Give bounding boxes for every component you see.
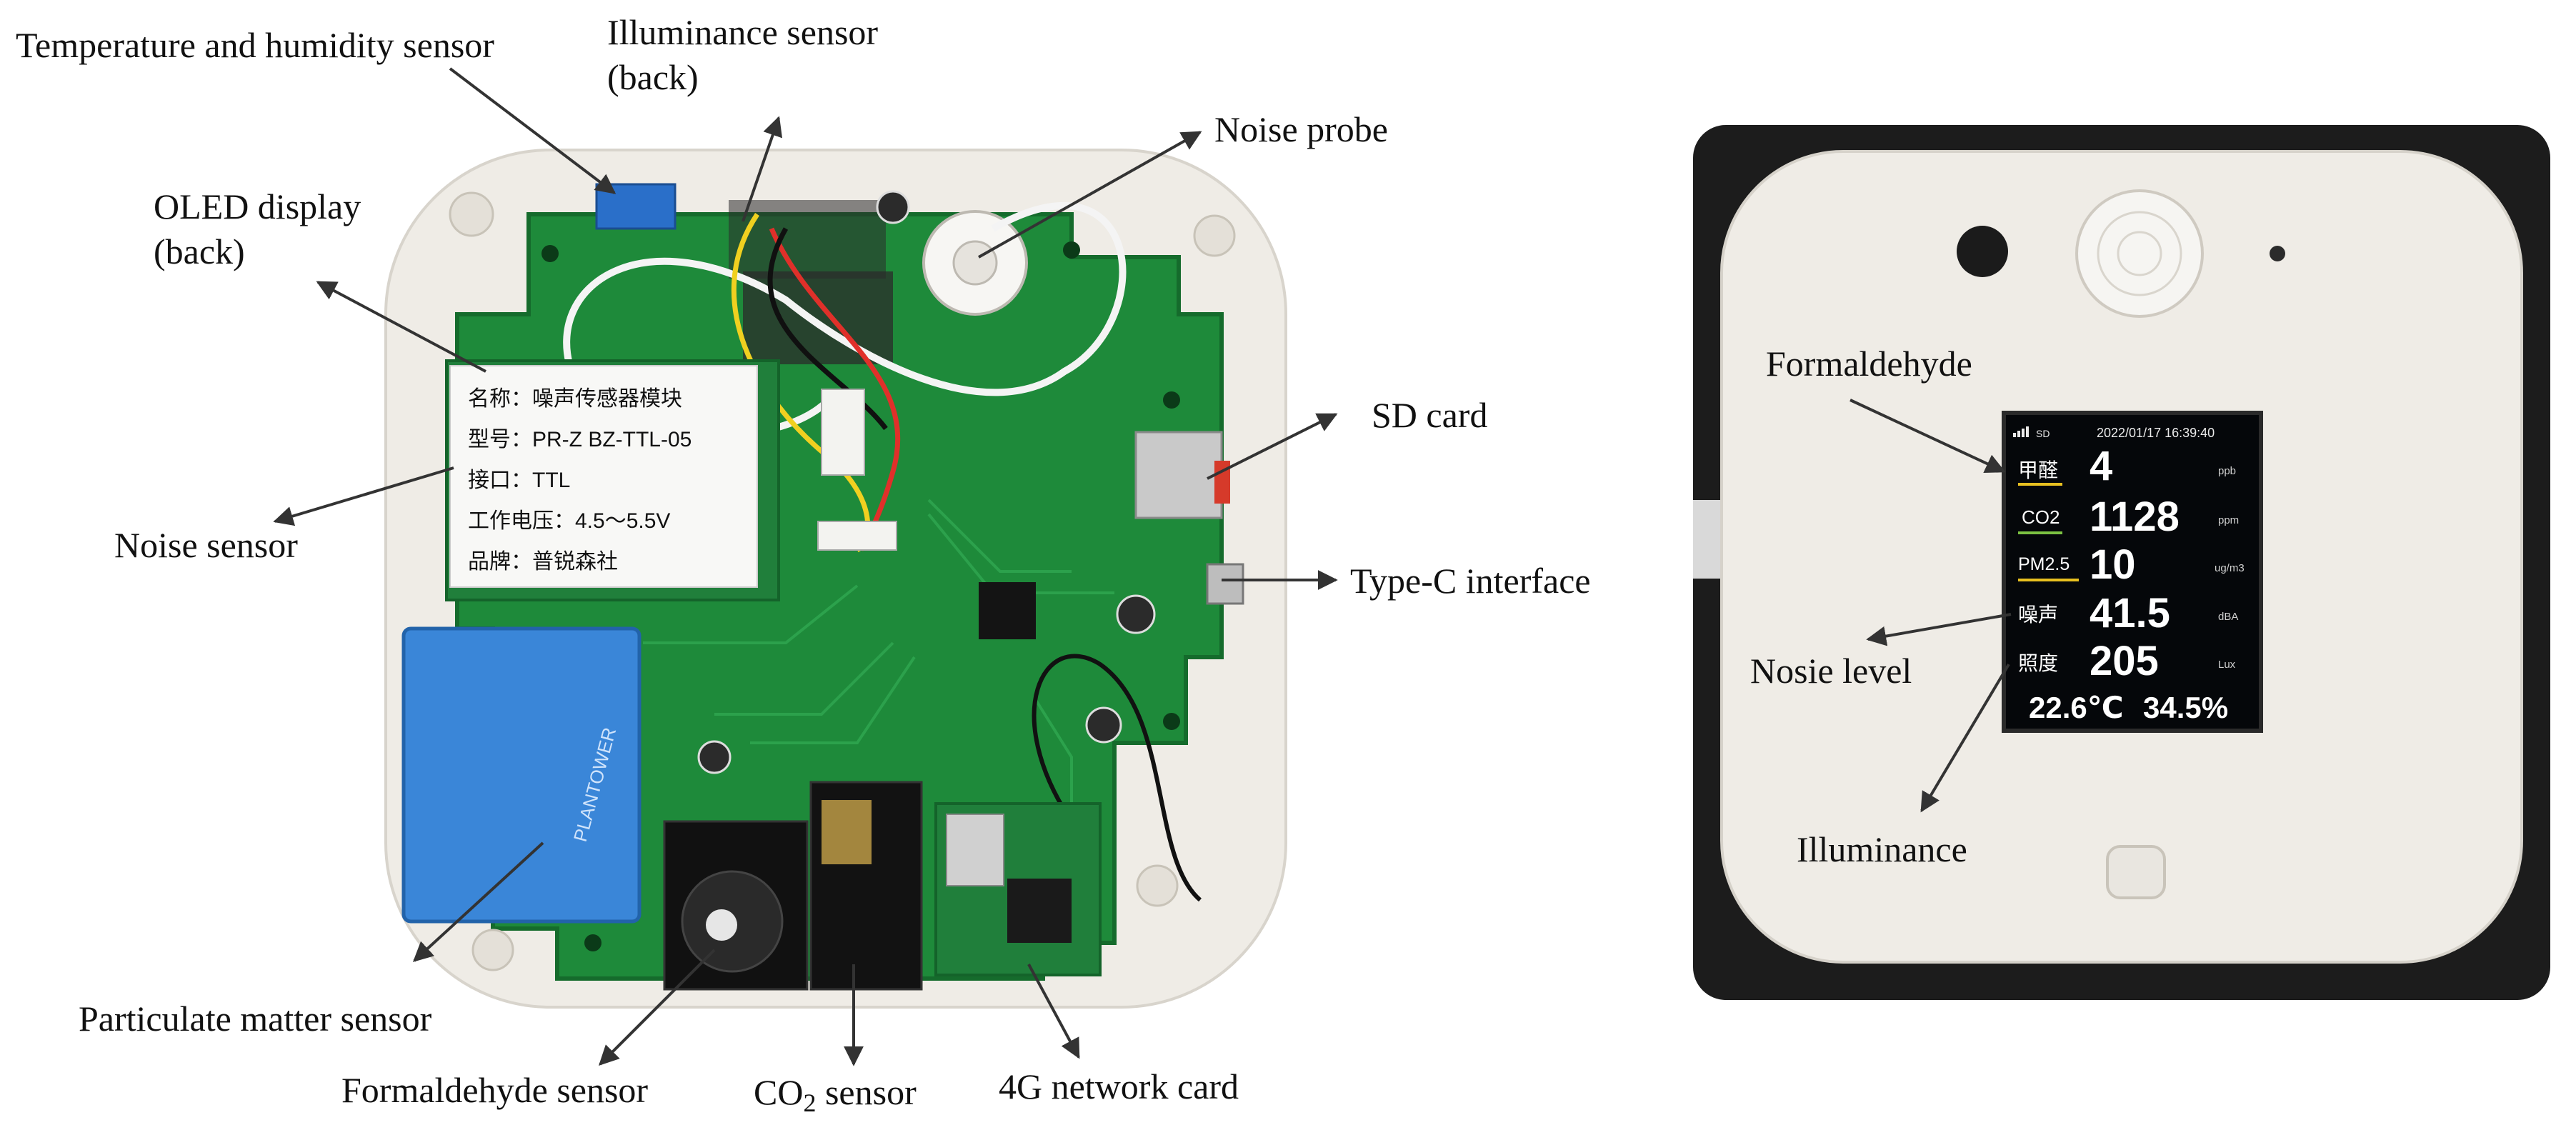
label-co2-suffix: sensor: [816, 1072, 917, 1112]
lcd-content: SD 2022/01/17 16:39:40 甲醛 4 ppb CO2 1128…: [2013, 426, 2245, 724]
arrow-4g: [1027, 964, 1080, 1059]
module-sticker: [449, 365, 758, 588]
sticker-line-1: 名称：噪声传感器模块: [468, 387, 682, 411]
reading-unit: dBA: [2218, 611, 2238, 623]
label-noise-probe: Noise probe: [1214, 109, 1388, 149]
arrow-particulate: [412, 841, 544, 962]
reading-value: 10: [2090, 541, 2136, 588]
label-illuminance-reading: Illuminance: [1797, 829, 1967, 869]
sticker-line-3: 接口：TTL: [468, 469, 570, 492]
open-device-photo: 名称：噪声传感器模块 型号：PR-Z BZ-TTL-05 接口：TTL 工作电压…: [384, 149, 1287, 1009]
reading-row-0: 甲醛 4 ppb: [2018, 443, 2236, 489]
reading-label: 甲醛: [2018, 459, 2058, 481]
illuminance-sensor: [729, 200, 886, 279]
arrow-formaldehyde: [599, 949, 716, 1066]
reading-value: 4: [2090, 443, 2112, 489]
reading-value: 41.5: [2090, 590, 2170, 636]
mcu-chip: [979, 582, 1036, 639]
sticker-line-4: 工作电压：4.5～5.5V: [468, 509, 670, 533]
label-oled-line2: (back): [154, 231, 245, 271]
reading-unit: Lux: [2218, 659, 2236, 671]
label-noise-sensor: Noise sensor: [114, 525, 298, 565]
datetime: 2022/01/17 16:39:40: [2097, 426, 2215, 440]
label-co2-sensor: CO2 sensor: [754, 1070, 917, 1119]
label-oled: OLED display (back): [154, 184, 361, 274]
arrow-noise-sensor: [273, 466, 454, 526]
mic-hole: [2270, 246, 2285, 261]
reading-unit: ug/m3: [2215, 562, 2245, 574]
pir-dome: [2075, 189, 2204, 318]
sticker-line-2: 型号：PR-Z BZ-TTL-05: [468, 428, 692, 451]
lcd-screen: [2002, 411, 2263, 733]
reading-row-3: 噪声 41.5 dBA: [2018, 590, 2238, 636]
label-formaldehyde-reading: Formaldehyde: [1766, 344, 1972, 384]
label-formaldehyde-sensor: Formaldehyde sensor: [341, 1070, 649, 1110]
label-co2-subscript: 2: [803, 1089, 817, 1117]
label-illuminance-line2: (back): [607, 56, 699, 97]
temp-humidity-sensor: [595, 183, 677, 230]
label-type-c: Type-C interface: [1350, 561, 1591, 601]
antenna-wire: [1032, 654, 1202, 902]
sd-status: SD: [2036, 428, 2050, 439]
signal-icon: [2013, 426, 2029, 437]
arrow-temp-humidity: [449, 67, 616, 194]
label-temp-humidity: Temperature and humidity sensor: [16, 25, 494, 65]
label-oled-line1: OLED display: [154, 186, 361, 226]
label-particulate: Particulate matter sensor: [79, 999, 432, 1039]
housing-posts: [449, 191, 1236, 971]
arrow-noise-probe: [978, 131, 1202, 259]
reading-row-1: CO2 1128 ppm: [2018, 494, 2239, 540]
label-sd-card: SD card: [1372, 395, 1488, 435]
label-co2-prefix: CO: [754, 1072, 804, 1112]
arrow-formaldehyde-reading: [1849, 399, 2006, 474]
type-c-port: [1206, 563, 1244, 605]
arrow-noise-level: [1866, 613, 2012, 646]
label-noise-level: Nosie level: [1750, 651, 1912, 691]
reading-value: 1128: [2090, 494, 2180, 540]
reading-label: 照度: [2018, 652, 2058, 674]
sd-card-slot: [1134, 431, 1223, 519]
reading-label: 噪声: [2018, 604, 2058, 626]
reading-unit: ppm: [2218, 514, 2239, 526]
reading-row-4: 照度 205 Lux: [2018, 638, 2236, 684]
particulate-matter-sensor: [401, 626, 641, 924]
humidity-readout: 34.5%: [2143, 691, 2228, 724]
label-illuminance-sensor: Illuminance sensor (back): [607, 10, 878, 99]
arrow-illuminance-reading: [1920, 663, 2010, 813]
arrow-sd-card: [1207, 413, 1338, 480]
arrow-oled: [316, 281, 486, 373]
light-sensor-hole: [1957, 226, 2008, 277]
pcb-traces: [643, 499, 1114, 821]
reading-value: 205: [2090, 638, 2159, 684]
left-arrows: [273, 67, 1338, 1066]
reading-label: PM2.5: [2018, 554, 2070, 574]
label-illuminance-line1: Illuminance sensor: [607, 12, 879, 52]
reading-accent: [2018, 483, 2062, 486]
label-4g-card: 4G network card: [999, 1066, 1239, 1106]
right-arrows: [1849, 399, 2012, 813]
reading-accent: [2018, 531, 2062, 534]
reading-accent: [2018, 579, 2079, 581]
black-cable: [767, 227, 888, 431]
sticker-line-5: 品牌：普锐森社: [468, 550, 618, 574]
reading-row-2: PM2.5 10 ug/m3: [2018, 541, 2245, 588]
reading-unit: ppb: [2218, 465, 2236, 477]
temperature-readout: 22.6℃: [2029, 691, 2124, 724]
front-button: [2106, 845, 2166, 899]
assembled-device-photo: SD 2022/01/17 16:39:40 甲醛 4 ppb CO2 1128…: [1693, 125, 2550, 1000]
arrow-illuminance: [742, 116, 783, 222]
reading-label: CO2: [2022, 506, 2060, 528]
